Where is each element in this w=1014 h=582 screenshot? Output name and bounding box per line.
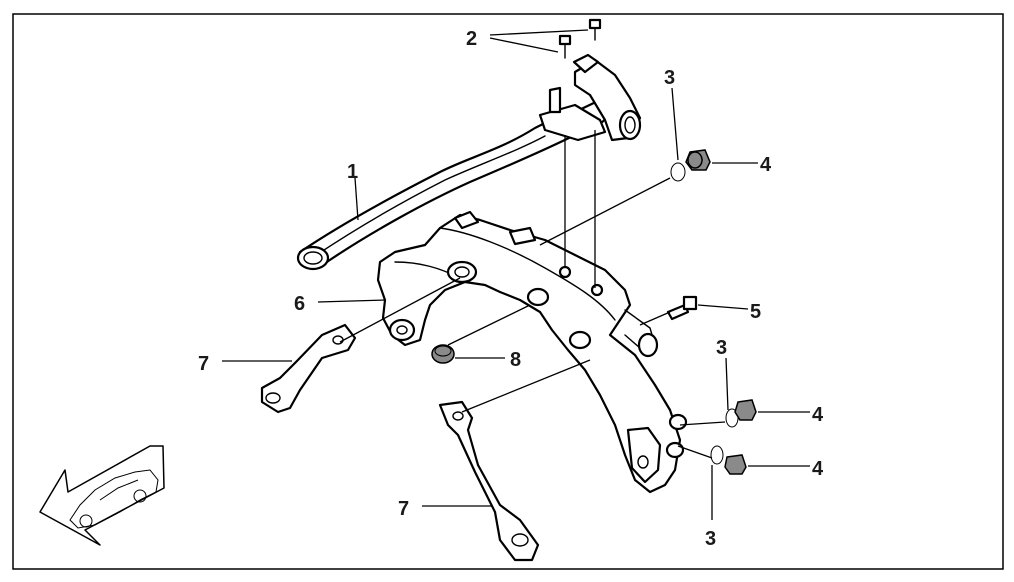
diagram-frame <box>12 13 1004 570</box>
coolant-pipe <box>296 53 642 271</box>
callout-label: 3 <box>716 337 727 359</box>
car-silhouette-icon <box>69 469 159 529</box>
front-direction-arrow-icon <box>39 445 165 546</box>
support-bracket-upper <box>260 323 357 414</box>
support-bracket-lower <box>438 400 540 562</box>
callout-label: 6 <box>294 293 305 315</box>
callout-label: 4 <box>812 458 824 480</box>
callout-label: 3 <box>705 528 716 550</box>
assembly-lines <box>339 130 726 459</box>
coolant-manifold <box>376 210 688 494</box>
callout-label: 4 <box>760 154 772 176</box>
mounting-bolt <box>558 18 602 59</box>
callout-label: 2 <box>466 28 477 50</box>
bolt-side <box>666 295 698 321</box>
plug-cap <box>431 344 455 364</box>
callout-label: 4 <box>812 404 824 426</box>
plug-upper <box>670 149 711 182</box>
plug-lower-right <box>710 399 757 475</box>
callout-label: 1 <box>347 161 358 183</box>
callout-label: 8 <box>510 349 521 371</box>
callout-label: 3 <box>664 67 675 89</box>
callout-label: 5 <box>750 301 761 323</box>
leader-lines <box>222 29 810 520</box>
callout-label: 7 <box>198 353 209 375</box>
callout-label: 7 <box>398 498 409 520</box>
